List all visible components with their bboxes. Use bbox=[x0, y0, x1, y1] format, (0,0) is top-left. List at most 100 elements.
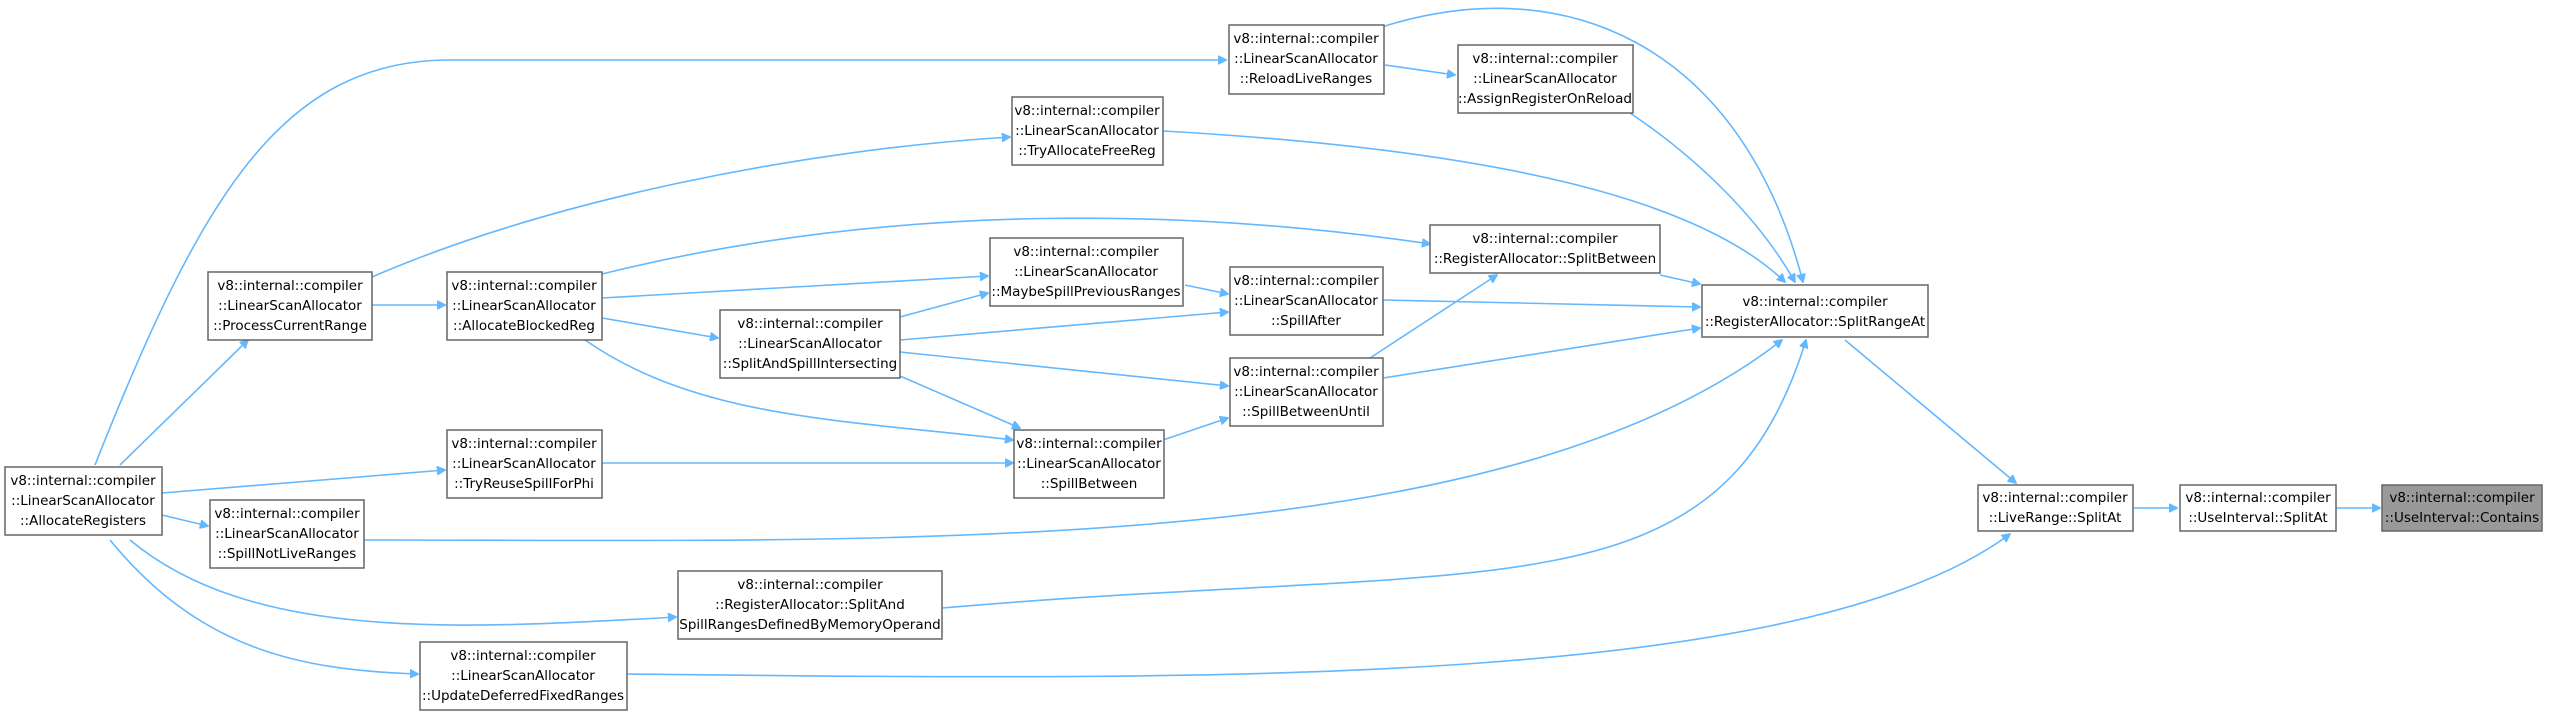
node-splitandspillrangesdefinedbymemoryoperand[interactable]: v8::internal::compiler ::RegisterAllocat… bbox=[677, 570, 943, 640]
edge-spillafter-to-splitrangeat bbox=[1382, 299, 1700, 307]
node-line: ::LinearScanAllocator bbox=[451, 668, 595, 684]
node-line: v8::internal::compiler bbox=[1233, 273, 1379, 289]
node-spillbetweenuntil[interactable]: v8::internal::compiler ::LinearScanAlloc… bbox=[1229, 357, 1384, 427]
node-line: ::UseInterval::Contains bbox=[2385, 510, 2539, 526]
node-line: v8::internal::compiler bbox=[1233, 364, 1379, 380]
edge-processcurrent-to-tryallocatefree bbox=[371, 137, 1010, 278]
edge-ra-splitbetween-to-splitrangeat bbox=[1659, 274, 1700, 284]
node-line: ::LinearScanAllocator bbox=[452, 456, 596, 472]
node-line: ::RegisterAllocator::SplitBetween bbox=[1434, 251, 1656, 267]
node-spillnotliveranges[interactable]: v8::internal::compiler ::LinearScanAlloc… bbox=[209, 499, 365, 569]
node-line: ::ProcessCurrentRange bbox=[213, 318, 367, 334]
edge-tryallocatefree-to-splitrangeat bbox=[1162, 130, 1785, 282]
node-line: ::LinearScanAllocator bbox=[1014, 264, 1158, 280]
node-line: ::ReloadLiveRanges bbox=[1240, 71, 1372, 87]
node-line: ::AllocateBlockedReg bbox=[453, 318, 595, 334]
edge-splitrangeat-to-lr-splitat bbox=[1844, 339, 2016, 483]
node-line: v8::internal::compiler bbox=[1472, 231, 1618, 247]
node-splitandspillintersecting[interactable]: v8::internal::compiler ::LinearScanAlloc… bbox=[719, 309, 901, 379]
node-assignregisteronreload[interactable]: v8::internal::compiler ::LinearScanAlloc… bbox=[1457, 44, 1634, 114]
node-line: ::RegisterAllocator::SplitRangeAt bbox=[1705, 314, 1925, 330]
node-line: v8::internal::compiler bbox=[451, 278, 597, 294]
node-line: v8::internal::compiler bbox=[2185, 490, 2331, 506]
node-line: v8::internal::compiler bbox=[214, 506, 360, 522]
node-line: ::SpillBetweenUntil bbox=[1242, 404, 1370, 420]
edges bbox=[94, 7, 2380, 676]
node-liverange-splitat[interactable]: v8::internal::compiler ::LiveRange::Spli… bbox=[1977, 484, 2134, 532]
node-line: ::TryReuseSpillForPhi bbox=[454, 476, 594, 492]
edge-allocateblocked-to-splitandspill bbox=[601, 317, 718, 338]
node-allocateregisters[interactable]: v8::internal::compiler ::LinearScanAlloc… bbox=[4, 466, 163, 536]
edge-splitandspillmem-to-splitrangeat bbox=[941, 340, 1806, 609]
node-allocateblockedreg[interactable]: v8::internal::compiler ::LinearScanAlloc… bbox=[446, 271, 603, 341]
node-line: v8::internal::compiler bbox=[217, 278, 363, 294]
node-line: v8::internal::compiler bbox=[1233, 31, 1379, 47]
node-line: v8::internal::compiler bbox=[1013, 244, 1159, 260]
node-tryreusespillforphi[interactable]: v8::internal::compiler ::LinearScanAlloc… bbox=[446, 429, 603, 499]
node-line: v8::internal::compiler bbox=[737, 577, 883, 593]
node-line: v8::internal::compiler bbox=[1472, 51, 1618, 67]
node-line: v8::internal::compiler bbox=[10, 473, 156, 489]
node-line: ::AssignRegisterOnReload bbox=[1458, 91, 1632, 107]
edge-allocateblocked-to-ra-splitbetween bbox=[601, 217, 1430, 275]
node-line: ::LinearScanAllocator bbox=[218, 298, 362, 314]
edge-reloadliveranges-to-splitrangeat bbox=[1381, 7, 1803, 282]
node-line: ::LinearScanAllocator bbox=[1234, 384, 1378, 400]
node-line: ::LiveRange::SplitAt bbox=[1989, 510, 2122, 526]
node-registerallocator-splitbetween[interactable]: v8::internal::compiler ::RegisterAllocat… bbox=[1429, 224, 1661, 274]
node-line: v8::internal::compiler bbox=[1014, 103, 1160, 119]
node-line: ::SplitAndSpillIntersecting bbox=[723, 356, 897, 372]
node-spillafter[interactable]: v8::internal::compiler ::LinearScanAlloc… bbox=[1229, 266, 1384, 336]
edge-allocateregisters-to-splitandspillmem bbox=[129, 539, 676, 626]
node-spillbetween[interactable]: v8::internal::compiler ::LinearScanAlloc… bbox=[1013, 429, 1165, 499]
node-line: v8::internal::compiler bbox=[1016, 436, 1162, 452]
edge-allocateregisters-to-reloadliveranges bbox=[94, 60, 1226, 466]
edge-allocateregisters-to-tryreuse bbox=[161, 470, 445, 494]
node-line: v8::internal::compiler bbox=[1742, 294, 1888, 310]
node-line: ::LinearScanAllocator bbox=[1234, 51, 1378, 67]
node-line: ::SpillNotLiveRanges bbox=[218, 546, 357, 562]
node-line: v8::internal::compiler bbox=[450, 648, 596, 664]
node-reloadliveranges[interactable]: v8::internal::compiler ::LinearScanAlloc… bbox=[1228, 24, 1385, 95]
node-line: ::LinearScanAllocator bbox=[1234, 293, 1378, 309]
node-tryallocatefreereg[interactable]: v8::internal::compiler ::LinearScanAlloc… bbox=[1011, 96, 1164, 166]
node-line: ::MaybeSpillPreviousRanges bbox=[991, 284, 1180, 300]
edge-spillbetween-to-spillbetweenuntil bbox=[1162, 418, 1228, 441]
node-line: ::UseInterval::SplitAt bbox=[2188, 510, 2327, 526]
node-maybespillpreviousranges[interactable]: v8::internal::compiler ::LinearScanAlloc… bbox=[989, 237, 1184, 307]
node-updatedeferredfixedranges[interactable]: v8::internal::compiler ::LinearScanAlloc… bbox=[419, 641, 628, 711]
node-line: ::RegisterAllocator::SplitAnd bbox=[715, 597, 905, 613]
node-line: SpillRangesDefinedByMemoryOperand bbox=[679, 617, 940, 633]
edge-assignreg-to-reloadliveranges bbox=[1384, 64, 1455, 75]
node-usinterval-contains[interactable]: v8::internal::compiler ::UseInterval::Co… bbox=[2381, 484, 2543, 532]
edge-allocateregisters-to-spillnotlive bbox=[161, 514, 208, 526]
node-line: ::SpillBetween bbox=[1041, 476, 1138, 492]
edge-splitandspill-to-spillbetween bbox=[899, 375, 1020, 428]
node-line: ::SpillAfter bbox=[1271, 313, 1341, 329]
node-line: v8::internal::compiler bbox=[737, 316, 883, 332]
node-line: ::AllocateRegisters bbox=[20, 513, 146, 529]
edge-spillbetweenuntil-to-splitrangeat bbox=[1382, 328, 1700, 379]
edge-splitandspill-to-spillafter bbox=[899, 312, 1228, 341]
node-useinterval-splitat[interactable]: v8::internal::compiler ::UseInterval::Sp… bbox=[2179, 484, 2337, 532]
node-processcurrentrange[interactable]: v8::internal::compiler ::LinearScanAlloc… bbox=[207, 271, 373, 341]
node-line: ::LinearScanAllocator bbox=[215, 526, 359, 542]
node-line: ::LinearScanAllocator bbox=[11, 493, 155, 509]
node-line: ::LinearScanAllocator bbox=[1015, 123, 1159, 139]
node-line: ::LinearScanAllocator bbox=[738, 336, 882, 352]
edge-assignreg-to-splitrangeat bbox=[1629, 112, 1795, 282]
edge-allocateblocked-to-spillbetween bbox=[584, 339, 1013, 440]
node-line: ::LinearScanAllocator bbox=[452, 298, 596, 314]
edge-splitandspill-to-maybespill bbox=[899, 293, 988, 318]
edge-allocateregisters-to-updatedeferred bbox=[109, 539, 418, 674]
node-line: ::UpdateDeferredFixedRanges bbox=[422, 688, 624, 704]
edge-spillnotliveranges-to-splitrangeat bbox=[363, 340, 1782, 542]
node-registerallocator-splitrangeat[interactable]: v8::internal::compiler ::RegisterAllocat… bbox=[1701, 284, 1929, 338]
edge-allocateblocked-to-maybespill bbox=[601, 276, 988, 299]
node-line: ::TryAllocateFreeReg bbox=[1018, 143, 1156, 159]
node-line: v8::internal::compiler bbox=[2389, 490, 2535, 506]
node-line: ::LinearScanAllocator bbox=[1017, 456, 1161, 472]
nodes: v8::internal::compiler ::UseInterval::Co… bbox=[4, 24, 2543, 711]
node-line: v8::internal::compiler bbox=[451, 436, 597, 452]
